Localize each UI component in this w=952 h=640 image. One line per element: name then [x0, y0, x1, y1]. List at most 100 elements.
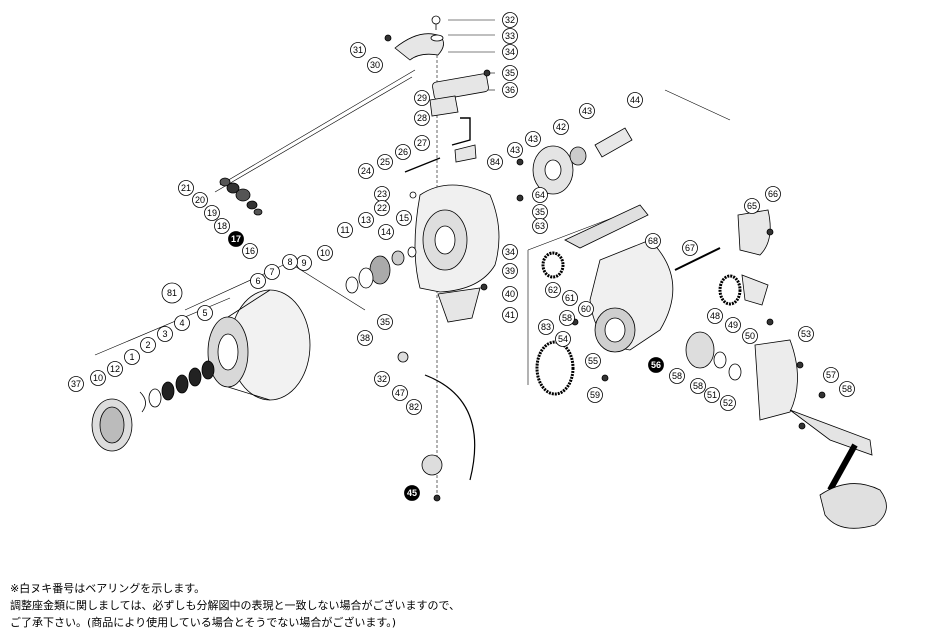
callout-circle [502, 44, 518, 60]
callout-number: 48 [710, 311, 720, 321]
callout-circle [669, 368, 685, 384]
exploded-parts-diagram: 3233343130353629282726252423222120191817… [68, 12, 887, 529]
part-callout: 14 [378, 224, 394, 240]
callout-number: 41 [505, 310, 515, 320]
callout-number: 40 [505, 289, 515, 299]
callout-number: 34 [505, 247, 515, 257]
callout-circle [395, 144, 411, 160]
callout-circle [532, 218, 548, 234]
callout-circle [124, 349, 140, 365]
callout-number: 54 [558, 334, 568, 344]
callout-number: 43 [582, 106, 592, 116]
callout-circle [90, 370, 106, 386]
part-callout: 37 [68, 376, 84, 392]
callout-circle [765, 186, 781, 202]
callout-number: 65 [747, 201, 757, 211]
part-callout: 60 [578, 301, 594, 317]
parts-artwork [91, 15, 887, 529]
part-callout: 2 [140, 337, 156, 353]
callout-number: 67 [685, 243, 695, 253]
callout-number: 35 [535, 207, 545, 217]
callout-circle [414, 110, 430, 126]
part-callout: 36 [502, 82, 518, 98]
callout-circle [502, 286, 518, 302]
callout-circle [414, 90, 430, 106]
callout-number: 1 [129, 352, 134, 362]
callout-number: 24 [361, 166, 371, 176]
part-callout: 8 [282, 254, 298, 270]
callout-circle [502, 244, 518, 260]
callout-circle [404, 485, 420, 501]
part-callout: 16 [242, 243, 258, 259]
callout-number: 43 [528, 134, 538, 144]
part-callout: 58 [669, 368, 685, 384]
callout-circle [707, 308, 723, 324]
body-cover-and-handle [737, 209, 887, 529]
callout-number: 6 [255, 276, 260, 286]
callout-number: 28 [417, 113, 427, 123]
part-callout: 52 [720, 395, 736, 411]
callout-circle [502, 12, 518, 28]
part-callout: 34 [502, 44, 518, 60]
callout-circle [720, 395, 736, 411]
callout-number: 42 [556, 122, 566, 132]
callout-number: 58 [693, 381, 703, 391]
callout-number: 52 [723, 398, 733, 408]
callout-number: 32 [377, 374, 387, 384]
callout-number: 8 [287, 257, 292, 267]
callout-circle [392, 385, 408, 401]
part-callout: 3 [157, 326, 173, 342]
callout-number: 84 [490, 157, 500, 167]
callout-circle [487, 154, 503, 170]
callout-circle [367, 57, 383, 73]
part-callout: 67 [682, 240, 698, 256]
part-callout: 21 [178, 180, 194, 196]
callout-circle [174, 315, 190, 331]
part-callout: 24 [358, 163, 374, 179]
body-frame [564, 204, 721, 353]
callout-number: 31 [353, 45, 363, 55]
callout-number: 26 [398, 147, 408, 157]
callout-circle [214, 218, 230, 234]
callout-number: 3 [162, 329, 167, 339]
part-callout: 49 [725, 317, 741, 333]
part-callout: 18 [214, 218, 230, 234]
callout-circle [502, 82, 518, 98]
callout-number: 62 [548, 285, 558, 295]
callout-circle [525, 131, 541, 147]
callout-number: 45 [407, 488, 417, 498]
drag-stack [91, 360, 215, 452]
part-callout: 42 [553, 119, 569, 135]
callout-circle [358, 212, 374, 228]
callout-circle [242, 243, 258, 259]
callout-number: 20 [195, 195, 205, 205]
callout-circle [502, 28, 518, 44]
part-callout: 55 [585, 353, 601, 369]
callout-number: 53 [801, 329, 811, 339]
callout-number: 64 [535, 190, 545, 200]
part-callout: 44 [627, 92, 643, 108]
callout-circle [357, 330, 373, 346]
part-callout: 83 [538, 319, 554, 335]
callout-number: 35 [380, 317, 390, 327]
part-callout: 38 [357, 330, 373, 346]
callout-circle [823, 367, 839, 383]
callout-circle [585, 353, 601, 369]
callout-circle [538, 319, 554, 335]
callout-number: 21 [181, 183, 191, 193]
callout-circle [317, 245, 333, 261]
part-callout: 30 [367, 57, 383, 73]
callout-number: 10 [93, 373, 103, 383]
part-callout: 35 [532, 204, 548, 220]
callout-circle [337, 222, 353, 238]
part-callout: 12 [107, 361, 123, 377]
part-callout: 62 [545, 282, 561, 298]
callout-number: 7 [269, 267, 274, 277]
callout-number: 4 [179, 318, 184, 328]
part-callout: 47 [392, 385, 408, 401]
callout-number: 29 [417, 93, 427, 103]
callout-circle [744, 198, 760, 214]
part-callout: 20 [192, 192, 208, 208]
bail-arm-part [394, 15, 489, 199]
callout-number: 10 [320, 248, 330, 258]
